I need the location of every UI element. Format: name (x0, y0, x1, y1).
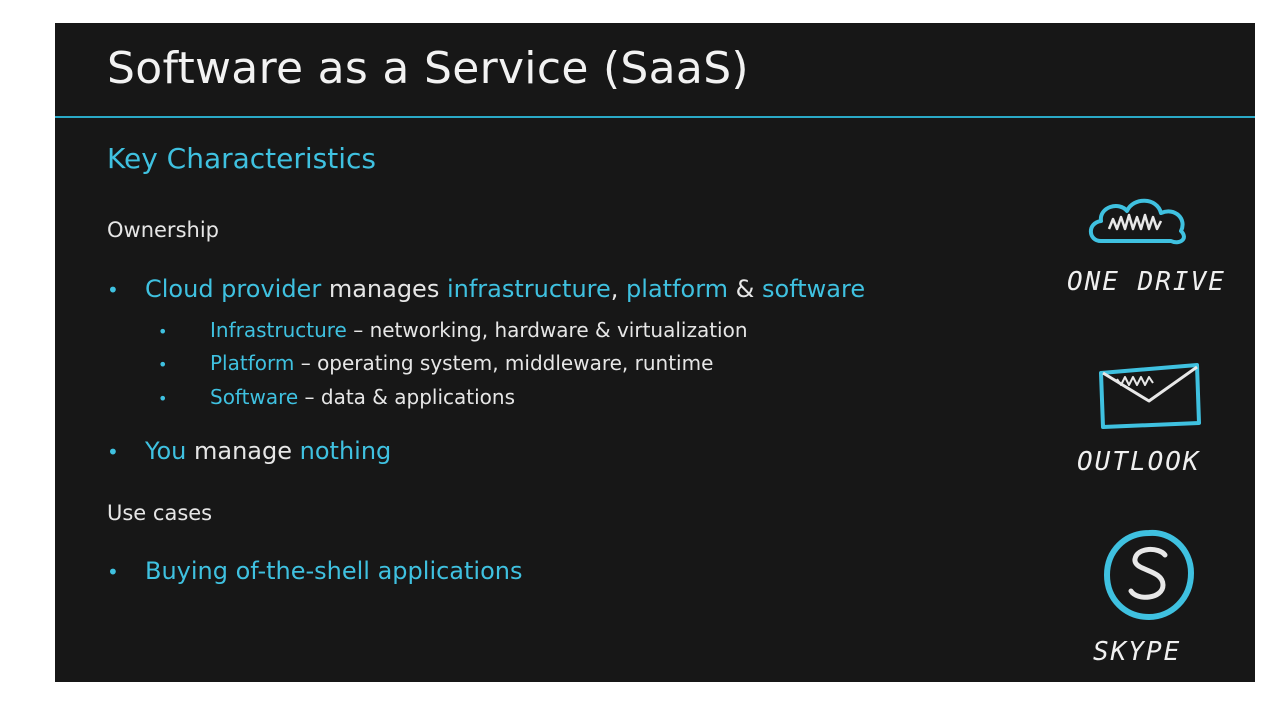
skype-label: SKYPE (1093, 637, 1182, 667)
section-subtitle: Key Characteristics (107, 142, 377, 175)
bullet-dot: • (107, 278, 119, 302)
sub-bullet-dot: • (158, 322, 168, 341)
sub-bullet-dot: • (158, 389, 168, 408)
sub-bullet-desc: – data & applications (298, 385, 515, 409)
sub-bullet-desc: – operating system, middleware, runtime (294, 351, 714, 375)
bullet-text-infrastructure: infrastructure (446, 275, 611, 303)
usecases-heading: Use cases (107, 501, 213, 525)
sub-bullet-term: Platform (210, 351, 295, 375)
cloud-icon (1088, 198, 1186, 245)
bullet-text-you: You (145, 437, 187, 465)
bullet-text-manages: manages (321, 275, 447, 303)
outlook-label: OUTLOOK (1077, 447, 1201, 477)
onedrive-label: ONE DRIVE (1067, 267, 1226, 297)
sub-bullet-term: Software (210, 385, 299, 409)
bullet-text-nothing: nothing (299, 437, 392, 465)
bullet-text-comma: , (610, 275, 627, 303)
bullet-you-manage: • You manage nothing (107, 437, 391, 465)
slide: Software as a Service (SaaS) Key Charact… (55, 23, 1255, 682)
sub-bullet-desc: – networking, hardware & virtualization (346, 318, 748, 342)
bullet-text-manage: manage (186, 437, 300, 465)
sub-bullet-software: • Software – data & applications (158, 385, 515, 409)
bullet-text-platform: platform (626, 275, 729, 303)
sub-bullet-term: Infrastructure (210, 318, 347, 342)
bullet-provider-manages: •Cloud provider manages infrastructure, … (107, 275, 865, 303)
envelope-icon (1099, 363, 1201, 429)
sub-bullet-dot: • (158, 355, 168, 374)
title-divider (55, 116, 1255, 118)
bullet-dot: • (107, 440, 119, 464)
skype-icon (1104, 529, 1194, 620)
bullet-buying-apps: • Buying of-the-shell applications (107, 557, 522, 585)
ownership-heading: Ownership (107, 218, 219, 242)
sub-bullet-infrastructure: • Infrastructure – networking, hardware &… (158, 318, 748, 342)
bullet-text-software: software (762, 275, 866, 303)
bullet-text-ampersand: & (728, 275, 763, 303)
sub-bullet-platform: • Platform – operating system, middleware… (158, 351, 713, 375)
bullet-text-cloud-provider: Cloud provider (145, 275, 322, 303)
slide-title: Software as a Service (SaaS) (107, 43, 749, 94)
bullet-text-buying: Buying of-the-shell applications (145, 557, 523, 585)
bullet-dot: • (107, 560, 119, 584)
